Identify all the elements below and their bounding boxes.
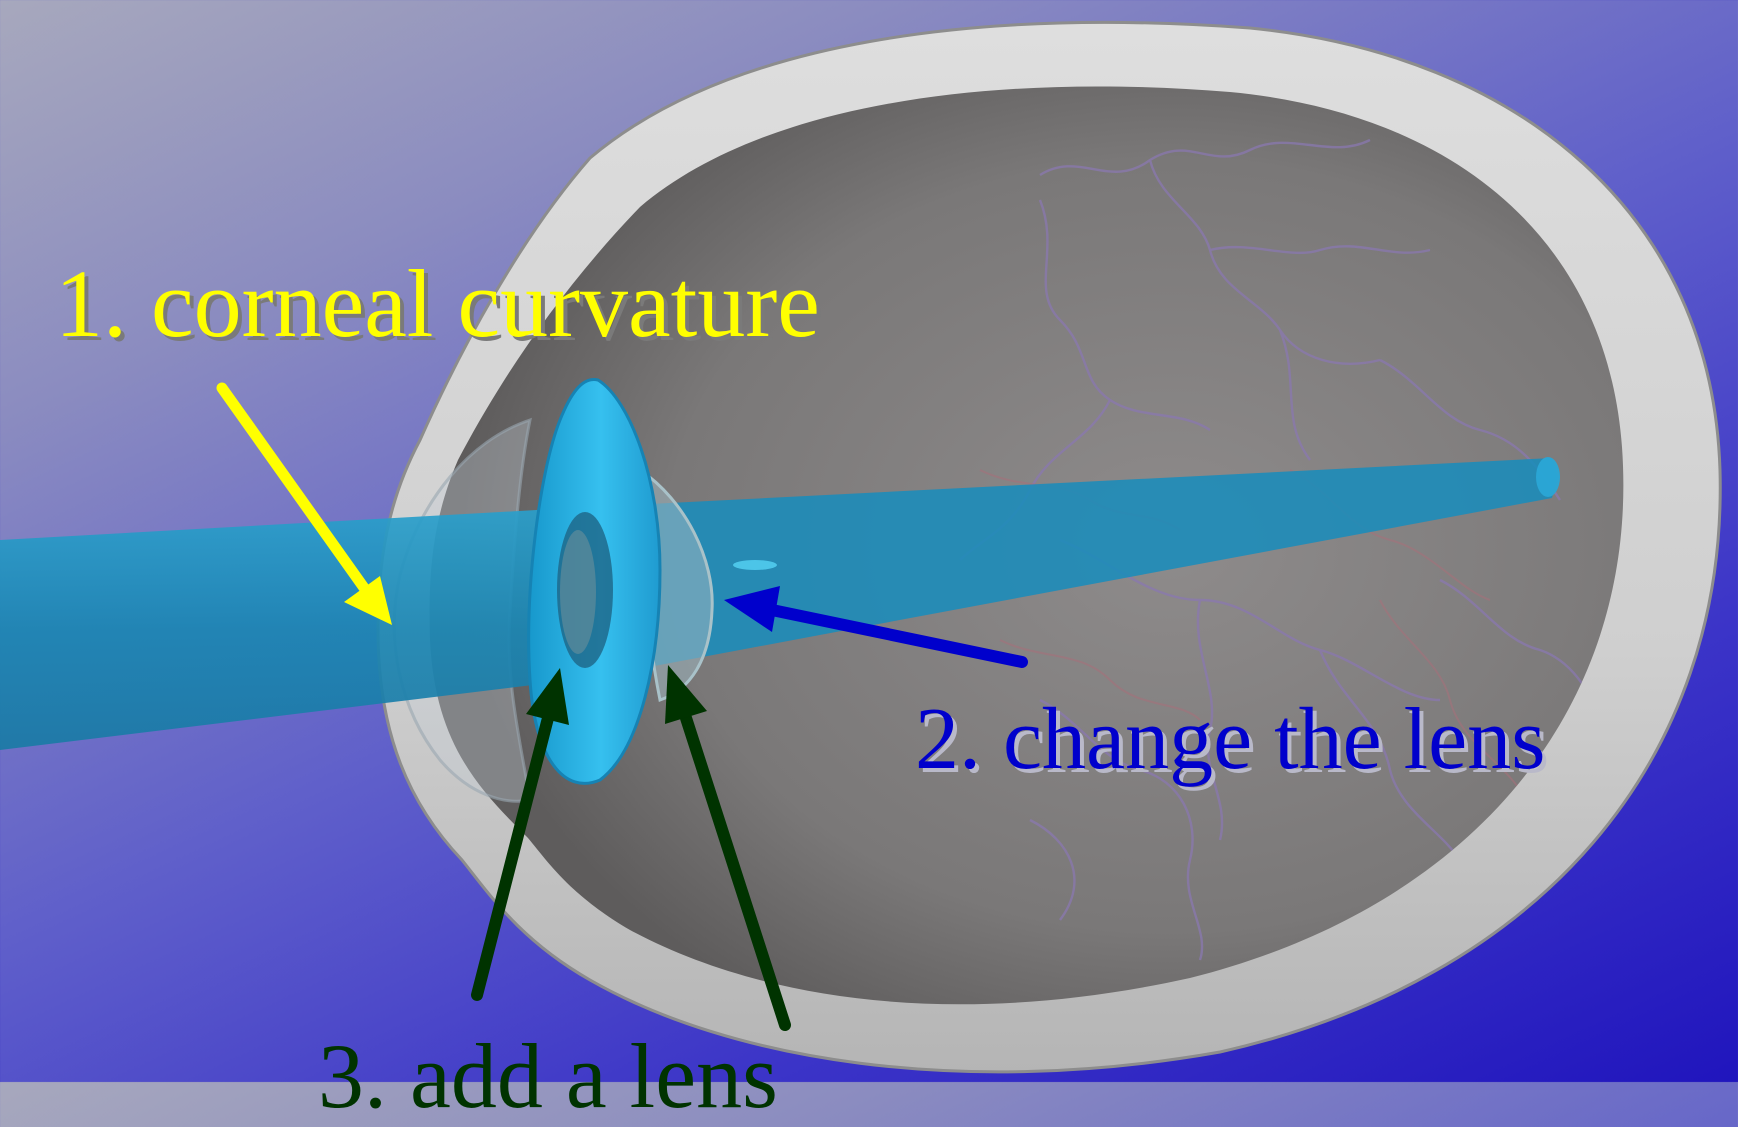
change-lens-label: 2. change the lens	[915, 696, 1545, 784]
corneal-curvature-label: 1. corneal curvature	[55, 256, 820, 352]
eye-diagram	[0, 0, 1738, 1082]
add-lens-label: 3. add a lens	[318, 1030, 778, 1122]
